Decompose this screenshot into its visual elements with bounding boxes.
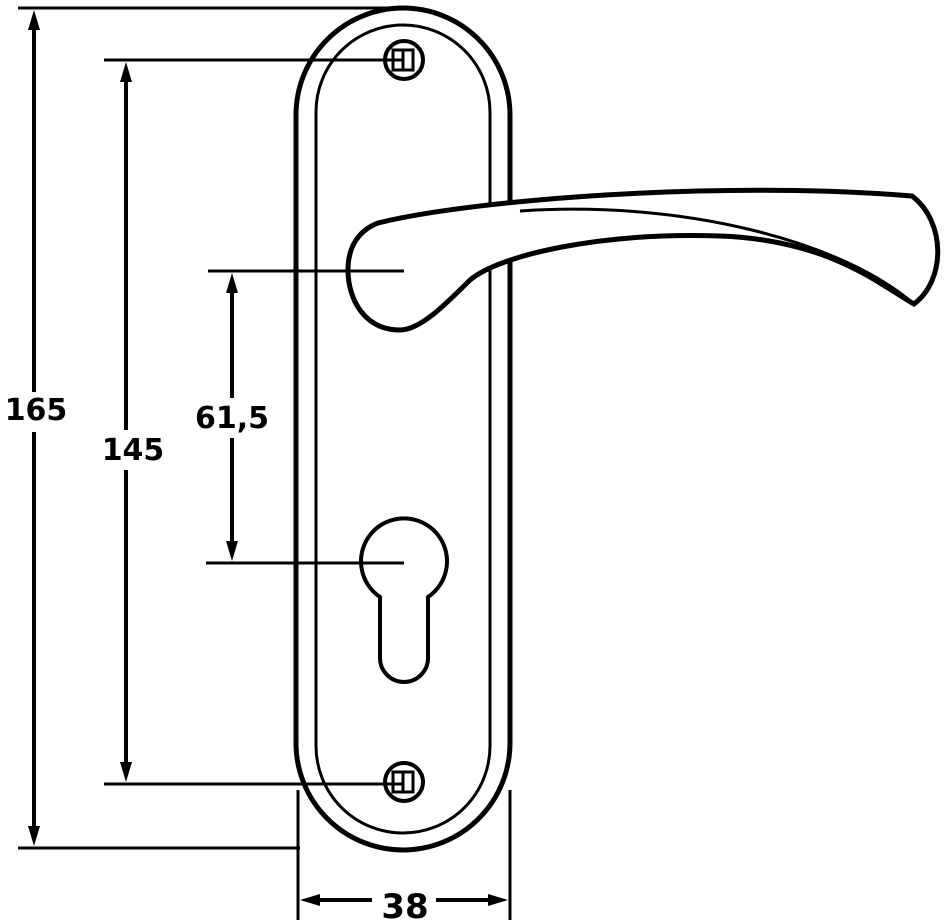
dimension-label-plate-width: 38 xyxy=(381,887,428,924)
bottom-screw xyxy=(383,761,425,803)
keyhole xyxy=(359,516,449,684)
plate-inner-outline xyxy=(314,23,492,835)
dimension-61-5: 61,5 xyxy=(190,269,404,565)
lever-handle xyxy=(345,187,941,333)
dimension-165: 165 xyxy=(4,6,400,850)
dimension-label-screw-spacing: 145 xyxy=(102,433,165,468)
dimension-38: 38 xyxy=(296,790,512,924)
back-plate xyxy=(293,5,513,853)
dimension-145: 145 xyxy=(96,58,404,786)
plate-outer-outline xyxy=(293,5,513,853)
dimension-label-total-height: 165 xyxy=(5,393,68,428)
dimension-label-handle-to-keyhole: 61,5 xyxy=(195,401,269,436)
